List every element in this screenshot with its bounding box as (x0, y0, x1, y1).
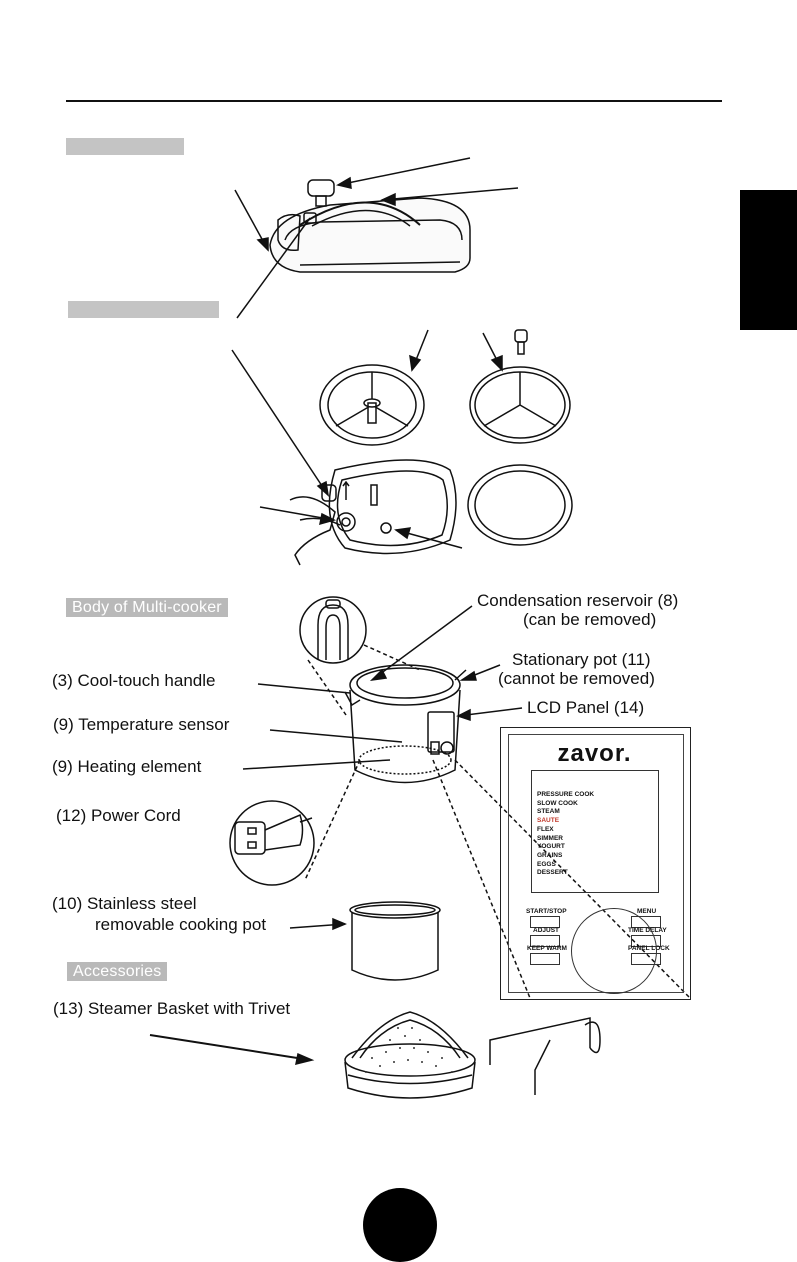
label-stationary-not-removable: (cannot be removed) (498, 669, 655, 688)
lid-section-header (66, 138, 184, 155)
label-condensation-reservoir: Condensation reservoir (8) (477, 591, 679, 610)
sealing-ring-illustration (319, 364, 425, 446)
page-number-badge (363, 1188, 437, 1262)
label-removable-cooking-pot: removable cooking pot (95, 915, 267, 934)
section-header-accessories: Accessories (67, 962, 168, 981)
label-stationary-pot: Stationary pot (11) (512, 650, 651, 669)
lcd-menu-item: DESSERT (537, 869, 568, 877)
label-power-cord: (12) Power Cord (56, 806, 181, 825)
side-tab (740, 190, 797, 330)
start-stop-button[interactable] (530, 916, 560, 928)
lcd-panel-frame (500, 727, 691, 1000)
cooker-body-illustration (299, 596, 467, 784)
steamer-basket-illustration (344, 1011, 476, 1099)
lcd-panel-inner (508, 734, 684, 993)
lcd-screen (531, 770, 659, 893)
lid-parts-section-header (68, 301, 219, 318)
lcd-menu-item: STEAM (537, 808, 560, 816)
lcd-menu-item: SLOW COOK (537, 799, 578, 807)
label-temperature-sensor: (9) Temperature sensor (53, 715, 230, 734)
trivet-illustration (489, 1017, 601, 1095)
start-stop-label: START/STOP (526, 908, 567, 915)
lid-illustration (269, 179, 471, 273)
label-cool-touch-handle: (3) Cool-touch handle (52, 671, 216, 690)
adjust-button[interactable] (530, 935, 560, 947)
label-steamer-basket: (13) Steamer Basket with Trivet (53, 999, 291, 1018)
section-header-body: Body of Multi-cooker (66, 598, 228, 617)
cooking-pot-illustration (349, 901, 441, 981)
adjust-label: ADJUST (533, 927, 560, 934)
lcd-menu-item: SIMMER (537, 834, 563, 842)
lcd-menu-item: EGGS (537, 860, 556, 868)
label-condensation-removable: (can be removed) (523, 610, 657, 629)
lcd-menu-item: GRAINS (537, 851, 563, 859)
label-stainless-steel: (10) Stainless steel (52, 894, 197, 913)
keep-warm-label: KEEP WARM (527, 945, 567, 952)
header-rule (66, 100, 722, 102)
steam-ring-illustration (469, 329, 571, 444)
lcd-menu-item: SAUTE (537, 817, 560, 825)
power-cord-illustration (229, 800, 315, 886)
lcd-menu-item: YOGURT (537, 843, 565, 851)
keep-warm-button[interactable] (530, 953, 560, 965)
brand-logo: zavor. (557, 740, 632, 767)
label-heating-element: (9) Heating element (52, 757, 202, 776)
lid-underside-illustration (289, 459, 457, 566)
label-lcd-panel: LCD Panel (14) (527, 698, 645, 717)
lcd-menu-item: PRESSURE COOK (537, 791, 595, 798)
lcd-menu-item: FLEX (537, 825, 554, 833)
menu-label: MENU (637, 908, 657, 915)
control-dial[interactable] (571, 908, 657, 994)
